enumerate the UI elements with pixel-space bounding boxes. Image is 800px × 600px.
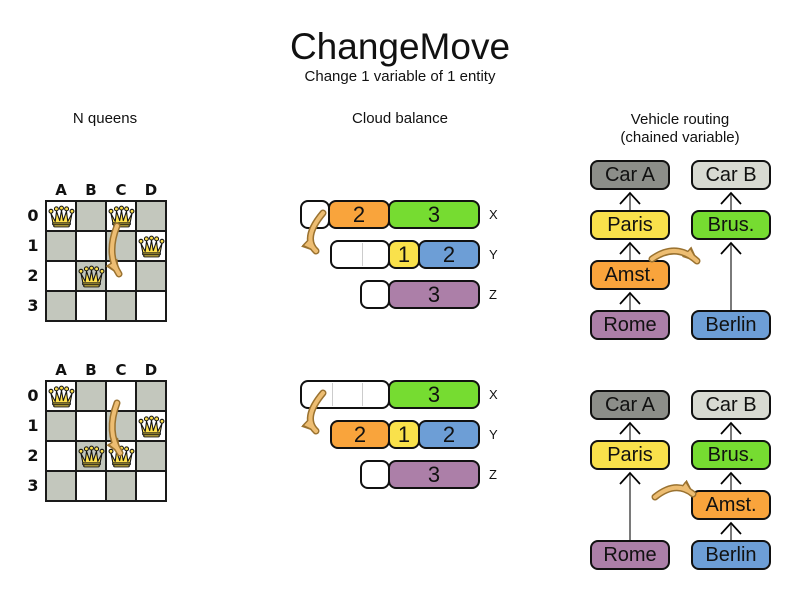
process-block: 2 <box>328 200 390 229</box>
board-cell <box>77 202 105 230</box>
board-cell <box>137 292 165 320</box>
vrp-box-brus-: Brus. <box>691 440 771 470</box>
board-column-header: B <box>85 361 97 379</box>
board-column-header: A <box>55 181 67 199</box>
process-block: 2 <box>418 420 480 449</box>
cloud-header: Cloud balance <box>352 110 448 127</box>
vrp-box-rome: Rome <box>590 310 670 340</box>
vrp-box-rome: Rome <box>590 540 670 570</box>
board-cell <box>137 472 165 500</box>
board-cell <box>47 472 75 500</box>
board-row-header: 1 <box>27 236 39 255</box>
board-cell <box>137 202 165 230</box>
vrp-box-paris: Paris <box>590 210 670 240</box>
capacity-divider <box>332 383 333 406</box>
process-block: 3 <box>388 460 480 489</box>
queen-icon <box>48 205 74 227</box>
board-column-header: D <box>144 181 158 199</box>
vrp-header-line2: (chained variable) <box>620 129 740 146</box>
process-block: 3 <box>388 380 480 409</box>
board-cell <box>77 442 105 470</box>
board-row-header: 1 <box>27 416 39 435</box>
board-cell <box>77 232 105 260</box>
queen-icon <box>138 415 164 437</box>
board-cell <box>47 292 75 320</box>
vrp-box-amst-: Amst. <box>590 260 670 290</box>
page-subtitle: Change 1 variable of 1 entity <box>304 68 496 85</box>
vrp-box-car-b: Car B <box>691 390 771 420</box>
computer-label: Z <box>489 467 497 482</box>
board-row-header: 3 <box>27 296 39 315</box>
vrp-box-amst-: Amst. <box>691 490 771 520</box>
board-cell <box>77 292 105 320</box>
vrp-box-berlin: Berlin <box>691 540 771 570</box>
queen-icon <box>138 235 164 257</box>
process-block: 2 <box>418 240 480 269</box>
board-row-header: 0 <box>27 386 39 405</box>
vrp-box-car-b: Car B <box>691 160 771 190</box>
computer-label: X <box>489 207 498 222</box>
board-cell <box>47 232 75 260</box>
computer-bar: 3 <box>360 280 480 309</box>
board-column-header: C <box>115 181 127 199</box>
capacity-divider <box>362 243 363 266</box>
board-row-header: 0 <box>27 206 39 225</box>
board-row-header: 2 <box>27 266 39 285</box>
board-cell <box>77 382 105 410</box>
board-cell <box>47 262 75 290</box>
board-cell <box>107 472 135 500</box>
vrp-box-car-a: Car A <box>590 160 670 190</box>
queen-icon <box>48 385 74 407</box>
board-cell <box>47 382 75 410</box>
board-cell <box>47 442 75 470</box>
capacity-divider <box>362 383 363 406</box>
page-title: ChangeMove <box>289 26 511 67</box>
board-cell <box>137 412 165 440</box>
vrp-box-car-a: Car A <box>590 390 670 420</box>
board-cell <box>107 292 135 320</box>
board-column-header: C <box>115 361 127 379</box>
nqueens-header: N queens <box>72 110 138 127</box>
board-cell <box>137 262 165 290</box>
board-row-header: 2 <box>27 446 39 465</box>
board-cell <box>47 412 75 440</box>
queen-icon <box>78 265 104 287</box>
empty-capacity <box>330 240 390 269</box>
vrp-box-paris: Paris <box>590 440 670 470</box>
board-column-header: A <box>55 361 67 379</box>
queen-icon <box>78 445 104 467</box>
process-block: 3 <box>388 200 480 229</box>
computer-label: Z <box>489 287 497 302</box>
board-cell <box>137 442 165 470</box>
computer-label: Y <box>489 427 498 442</box>
board-cell <box>137 232 165 260</box>
vrp-box-berlin: Berlin <box>691 310 771 340</box>
board-cell <box>77 262 105 290</box>
computer-bar: 3 <box>360 460 480 489</box>
board-cell <box>137 382 165 410</box>
vrp-box-brus-: Brus. <box>691 210 771 240</box>
board-cell <box>47 202 75 230</box>
computer-label: X <box>489 387 498 402</box>
board-cell <box>77 472 105 500</box>
board-cell <box>77 412 105 440</box>
process-block: 3 <box>388 280 480 309</box>
vrp-header-line1: Vehicle routing <box>630 111 730 128</box>
empty-capacity <box>360 460 390 489</box>
board-column-header: B <box>85 181 97 199</box>
board-row-header: 3 <box>27 476 39 495</box>
board-column-header: D <box>144 361 158 379</box>
computer-label: Y <box>489 247 498 262</box>
